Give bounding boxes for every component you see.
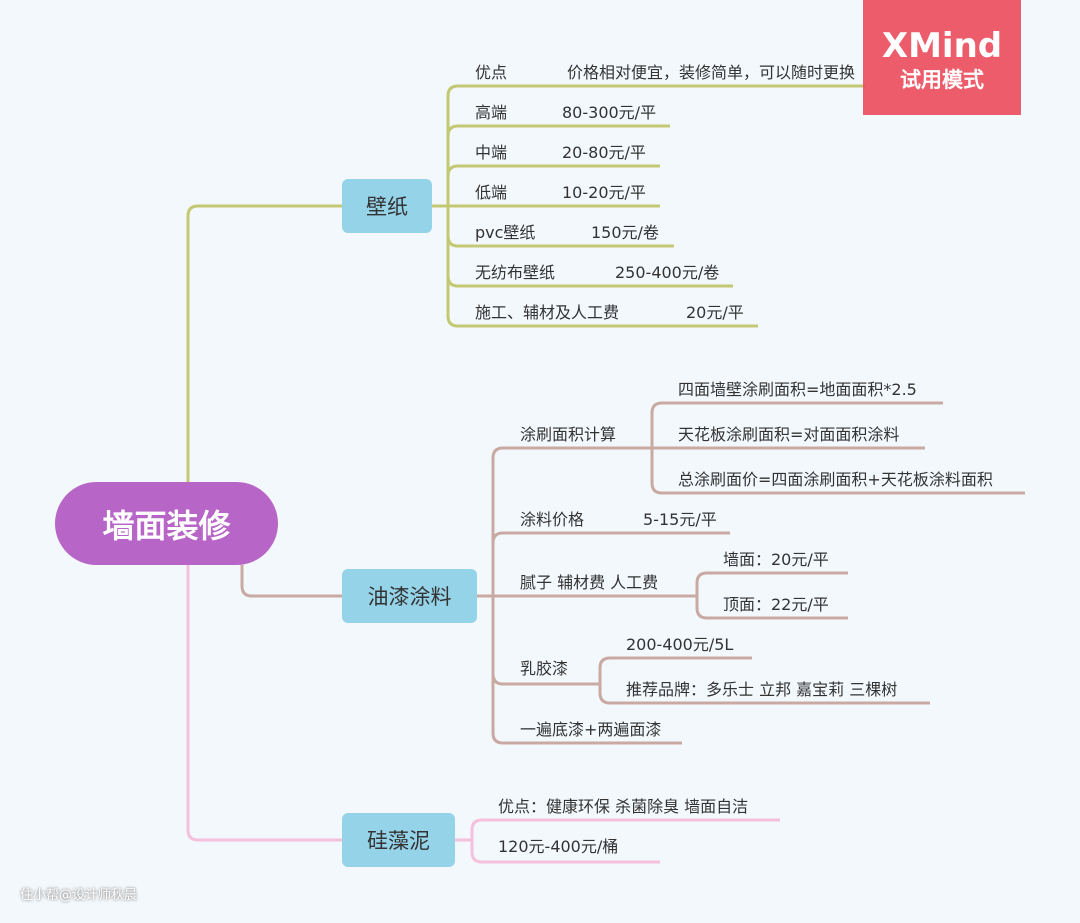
paint-subitem[interactable]: 总涂刷面价=四面涂刷面积+天花板涂料面积 (678, 470, 993, 489)
xmind-trial-badge: XMind 试用模式 (863, 0, 1021, 115)
paint-subitem[interactable]: 天花板涂刷面积=对面面积涂料 (678, 425, 900, 444)
diatom-item[interactable]: 优点：健康环保 杀菌除臭 墙面自洁 (498, 797, 749, 816)
wallpaper-item-name[interactable]: pvc壁纸 (475, 223, 536, 242)
paint-item[interactable]: 乳胶漆 (520, 659, 569, 678)
paint-item[interactable]: 腻子 辅材费 人工费 (520, 573, 659, 592)
wallpaper-connectors (186, 84, 866, 482)
paint-item[interactable]: 涂料价格 (520, 510, 585, 529)
wallpaper-item-name[interactable]: 无纺布壁纸 (475, 263, 556, 282)
wallpaper-item-value[interactable]: 20元/平 (686, 303, 744, 322)
branch-wallpaper[interactable]: 壁纸 (342, 179, 432, 233)
wallpaper-item-value[interactable]: 10-20元/平 (562, 183, 646, 202)
branch-paint[interactable]: 油漆涂料 (342, 569, 477, 623)
diatom-item[interactable]: 120元-400元/桶 (498, 837, 619, 856)
root-topic[interactable]: 墙面装修 (55, 482, 278, 565)
badge-subtitle: 试用模式 (900, 68, 984, 92)
branch-diatom[interactable]: 硅藻泥 (342, 813, 455, 867)
wallpaper-item-value[interactable]: 80-300元/平 (562, 103, 657, 122)
wallpaper-item-value[interactable]: 150元/卷 (591, 223, 659, 242)
paint-connectors (240, 401, 1025, 745)
badge-title: XMind (881, 26, 1003, 66)
paint-item-value[interactable]: 5-15元/平 (643, 510, 717, 529)
wallpaper-item-value[interactable]: 价格相对便宜，装修简单，可以随时更换 (567, 63, 856, 82)
wallpaper-item-name[interactable]: 施工、辅材及人工费 (475, 303, 620, 322)
watermark: 住小帮@设计师秋晨 (20, 888, 138, 903)
wallpaper-item-value[interactable]: 20-80元/平 (562, 143, 646, 162)
paint-item[interactable]: 涂刷面积计算 (520, 425, 617, 444)
paint-subitem[interactable]: 推荐品牌：多乐士 立邦 嘉宝莉 三棵树 (626, 680, 898, 699)
wallpaper-item-value[interactable]: 250-400元/卷 (615, 263, 720, 282)
paint-subitem[interactable]: 四面墙壁涂刷面积=地面面积*2.5 (678, 380, 917, 399)
wallpaper-item-name[interactable]: 优点 (475, 63, 508, 82)
wallpaper-item-name[interactable]: 中端 (475, 143, 508, 162)
paint-subitem[interactable]: 墙面：20元/平 (723, 550, 829, 569)
diatom-connectors (186, 565, 780, 864)
paint-item[interactable]: 一遍底漆+两遍面漆 (520, 720, 662, 739)
paint-subitem[interactable]: 顶面：22元/平 (723, 595, 829, 614)
wallpaper-item-name[interactable]: 低端 (475, 183, 508, 202)
paint-subitem[interactable]: 200-400元/5L (626, 635, 734, 654)
wallpaper-item-name[interactable]: 高端 (475, 103, 508, 122)
